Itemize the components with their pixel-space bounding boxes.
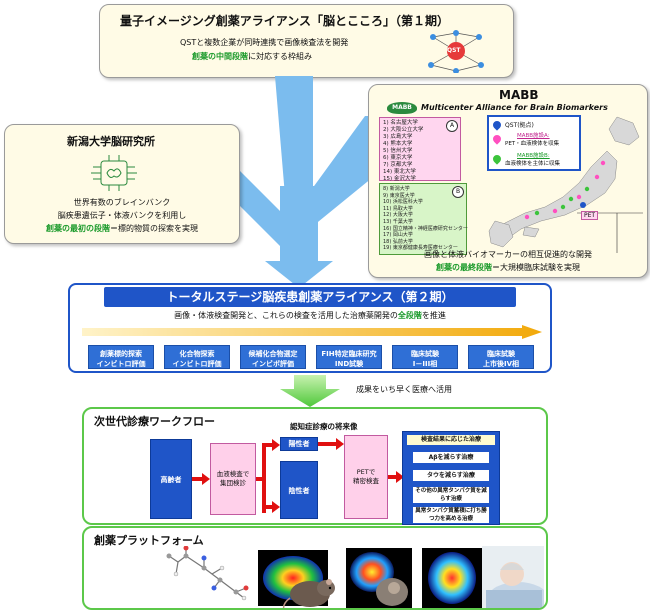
mabb-subtitle: Multicenter Alliance for Brain Biomarker… <box>421 103 608 112</box>
phase2-desc: 画像・体液検査開発と、これらの検査を活用した治療薬開発の全段階を推進 <box>70 310 550 321</box>
legend-blood-header: MABB施設B: <box>517 153 550 159</box>
branch-arrow <box>256 439 280 513</box>
mabb-line2: 創薬の最終段階＝大規模臨床試験を実現 <box>369 262 647 273</box>
niigata-line3-green: 創薬の最初の段階 <box>46 224 110 233</box>
treatment-3: その他の異常タンパク質を減らす治療 <box>413 487 489 503</box>
blood-test-box: 血液検査で 集団検診 <box>210 443 256 515</box>
phase2-desc-pre: 画像・体液検査開発と、これらの検査を活用した治療薬開発の <box>174 311 398 320</box>
phase2-desc-post: を推進 <box>421 311 446 320</box>
qst-network-icon <box>428 30 484 73</box>
treatment-2: タウを減らす治療 <box>413 470 489 481</box>
legend-qst-icon <box>491 119 503 131</box>
niigata-line2: 脳疾患遺伝子・体液バンクを利用し <box>57 211 187 220</box>
mabb-title: MABB <box>499 88 539 102</box>
pet-l1: PETで <box>356 468 376 476</box>
niigata-box: 新潟大学脳研究所 世界有数のブレインバンク 脳疾患遺伝子・体液バンクを利用し 創… <box>4 124 240 244</box>
mabb-group-b-badge: B <box>452 186 464 198</box>
workflow-title: 次世代診療ワークフロー <box>94 415 215 428</box>
phase1-line2-rest: に対応する枠組み <box>248 52 312 61</box>
phase2-steps: 創薬標的探索インビトロ評価 化合物探索インビトロ評価 候補化合物選定インビボ評価… <box>88 345 538 369</box>
positive-box: 陽性者 <box>280 437 318 451</box>
treatment-1: Aβを減らす治療 <box>413 452 489 463</box>
arrow-pet-to-treatment <box>388 471 404 483</box>
phase1-line1: QSTと複数企業が同時連携で画像検査法を開発 <box>180 38 349 47</box>
treatment-4: 異常タンパク質蓄積に打ち勝つ力を高める治療 <box>413 507 489 523</box>
monkey-pet-image <box>346 548 412 608</box>
mabb-group-a: 1) 名古屋大学 2) 大阪公立大学 3) 広島大学 4) 熊本大学 5) 信州… <box>379 117 461 182</box>
brain-chip-icon <box>91 155 137 191</box>
legend-qst: QST(拠点) <box>505 122 534 129</box>
niigata-title: 新潟大学脳研究所 <box>67 135 155 148</box>
mabb-legend: QST(拠点) MABB施設A: PET・血液検体を収集 MABB施設B: 血液… <box>487 115 581 171</box>
platform-title: 創薬プラットフォーム <box>94 534 204 547</box>
legend-pet-header: MABB施設A: <box>517 133 550 139</box>
phase2-desc-green: 全段階 <box>397 311 422 320</box>
negative-box: 陰性者 <box>280 461 318 519</box>
phase1-line2-green: 創薬の中間段階 <box>192 52 248 61</box>
niigata-line3-rest: ＝標的物質の探索を実現 <box>110 224 198 233</box>
molecule-image <box>166 546 249 601</box>
arrow-elderly-to-test <box>192 473 210 485</box>
phase2-progress-arrow <box>82 325 542 339</box>
mouse-image <box>282 579 335 608</box>
workflow-box: 次世代診療ワークフロー 認知症診療の将来像 高齢者 血液検査で 集団検診 陽性者… <box>82 407 548 525</box>
phase2-box: トータルステージ脳疾患創薬アライアンス（第２期） 画像・体液検査開発と、これらの… <box>68 283 552 373</box>
apply-arrow <box>280 375 340 407</box>
mabb-line2-green: 創薬の最終段階 <box>436 263 492 272</box>
phase1-title: 量子イメージング創薬アライアンス「脳とこころ」（第１期） <box>120 14 450 28</box>
mabb-box: MABB MABB Multicenter Alliance for Brain… <box>368 84 648 278</box>
mabb-line1: 画像と体液バイオマーカーの相互促進的な開発 <box>424 250 592 259</box>
mabb-group-a-badge: A <box>446 120 458 132</box>
niigata-line1: 世界有数のブレインバンク <box>73 198 171 207</box>
workflow-subtitle: 認知症診療の将来像 <box>290 422 358 431</box>
pet-l2: 精密検査 <box>353 477 379 485</box>
step-3: 候補化合物選定インビボ評価 <box>240 345 306 369</box>
phase1-box: 量子イメージング創薬アライアンス「脳とこころ」（第１期） QSTと複数企業が同時… <box>99 4 514 78</box>
map-pet-label: PET <box>581 211 599 220</box>
mabb-line2-rest: ＝大規模臨床試験を実現 <box>492 263 580 272</box>
patient-image <box>482 546 544 608</box>
step-6: 臨床試験上市後IV相 <box>468 345 534 369</box>
legend-pet-icon <box>491 133 503 145</box>
legend-blood: 血液検体を主体に収集 <box>505 161 561 167</box>
phase2-title: トータルステージ脳疾患創薬アライアンス（第２期） <box>104 287 516 307</box>
step-1: 創薬標的探索インビトロ評価 <box>88 345 154 369</box>
platform-box: 創薬プラットフォーム <box>82 526 548 610</box>
mabb-group-b-list: 8) 新潟大学 9) 東京医大学 10) 浜松医科大学 11) 鳥取大学 12)… <box>383 186 468 252</box>
phase1-line2: 創薬の中間段階に対応する枠組み <box>192 51 312 62</box>
pet-box: PETで 精密検査 <box>344 435 388 519</box>
legend-blood-icon <box>491 153 503 165</box>
step-2: 化合物探索インビトロ評価 <box>164 345 230 369</box>
treatment-header: 検査結果に応じた治療 <box>407 435 495 445</box>
blood-test-l2: 集団検診 <box>220 479 246 487</box>
japan-map <box>488 116 643 253</box>
mabb-logo: MABB <box>387 102 417 114</box>
treatment-panel: 検査結果に応じた治療 Aβを減らす治療 タウを減らす治療 その他の異常タンパク質… <box>402 431 500 525</box>
elderly-box: 高齢者 <box>150 439 192 519</box>
qst-label: QST <box>447 47 461 54</box>
human-pet-image <box>422 548 482 608</box>
mabb-group-b: 8) 新潟大学 9) 東京医大学 10) 浜松医科大学 11) 鳥取大学 12)… <box>379 183 468 255</box>
blood-test-l1: 血液検査で <box>216 470 250 478</box>
legend-pet: PET・血液検体を収集 <box>505 141 560 147</box>
apply-text: 成果をいち早く医療へ活用 <box>356 385 452 394</box>
mabb-group-a-list: 1) 名古屋大学 2) 大阪公立大学 3) 広島大学 4) 熊本大学 5) 信州… <box>383 120 424 182</box>
arrow-positive-to-pet <box>318 438 344 450</box>
niigata-line3: 創薬の最初の段階＝標的物質の探索を実現 <box>5 223 239 234</box>
